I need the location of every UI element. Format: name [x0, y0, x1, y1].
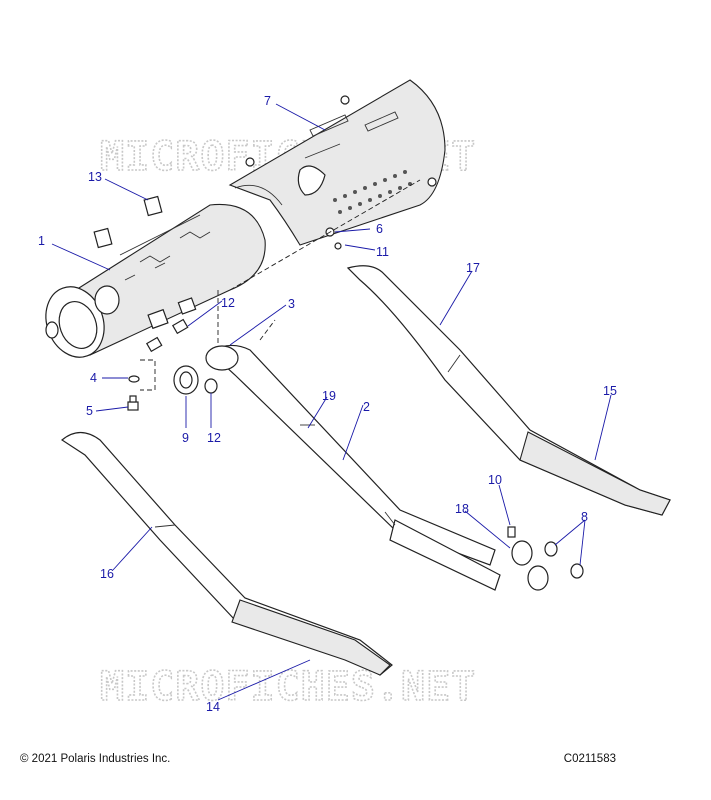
- hardware-parts: [127, 179, 421, 411]
- callout-9: 9: [182, 431, 189, 445]
- callout-6: 6: [376, 222, 383, 236]
- callout-18: 18: [455, 502, 469, 516]
- callout-8: 8: [581, 510, 588, 524]
- callout-11: 11: [376, 245, 389, 259]
- callout-13: 13: [88, 170, 102, 184]
- callout-12-upper: 12: [221, 296, 235, 310]
- callout-14: 14: [206, 700, 220, 714]
- callout-4: 4: [90, 371, 97, 385]
- muffler-part-1: [45, 195, 266, 358]
- callout-12-lower: 12: [207, 431, 221, 445]
- callout-3: 3: [288, 297, 295, 311]
- flanges-parts: [507, 526, 584, 591]
- callout-16: 16: [100, 567, 114, 581]
- callout-17: 17: [466, 261, 480, 275]
- watermark-bottom: MICROFICHES.NET: [100, 664, 476, 710]
- callout-5: 5: [86, 404, 93, 418]
- leader-lines: [51, 103, 612, 701]
- diagram-code: C0211583: [563, 753, 616, 765]
- copyright-text: © 2021 Polaris Industries Inc.: [20, 753, 171, 765]
- callout-1: 1: [38, 234, 45, 248]
- callout-labels: 1 2 3 4 5 6 7 8 9 10 11 12 12 13 14 15 1…: [38, 94, 617, 714]
- pipe-part-16-14: [60, 431, 393, 676]
- pipe-part-17-15: [346, 265, 671, 516]
- callout-7: 7: [264, 94, 271, 108]
- callout-19: 19: [322, 389, 336, 403]
- callout-2: 2: [363, 400, 370, 414]
- head-pipe-part-2: [205, 344, 501, 591]
- heat-shield-part-7: [228, 79, 446, 250]
- callout-15: 15: [603, 384, 617, 398]
- callout-10: 10: [488, 473, 502, 487]
